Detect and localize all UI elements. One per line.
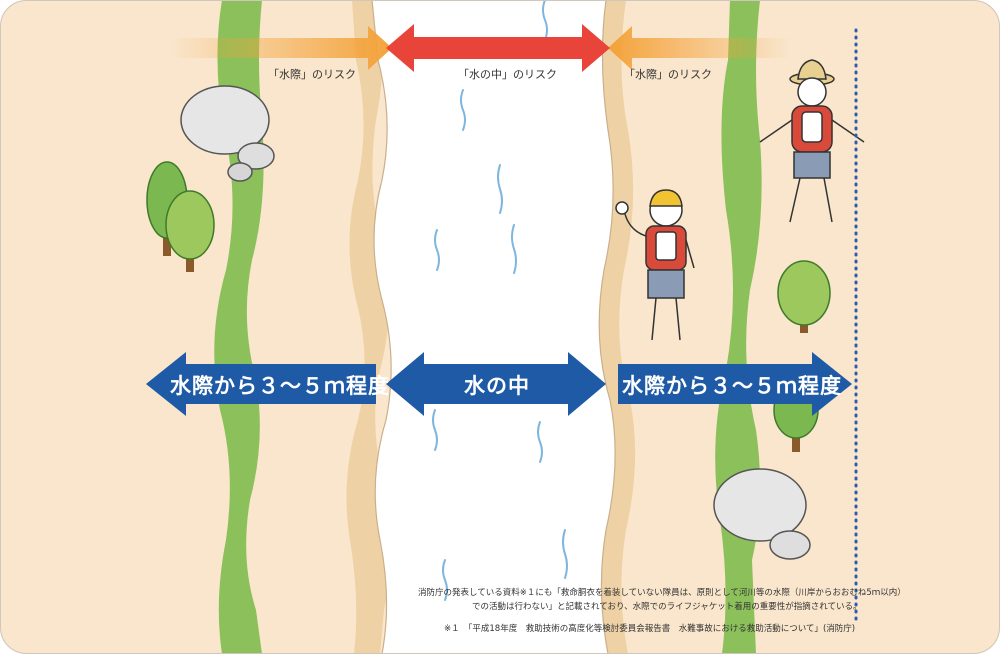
center-risk-label: 「水の中」のリスク xyxy=(458,68,557,81)
right-zone-label: 水際から３～５ｍ程度 xyxy=(622,374,842,398)
right-risk-label: 「水際」のリスク xyxy=(624,68,712,81)
right-orange-arrow xyxy=(608,26,790,70)
person-with-life-vest xyxy=(759,59,865,223)
note-line-2: での活動は行わない」と記載されており、水際でのライフジャケット着用の重要性が指摘… xyxy=(472,602,862,612)
right-blue-arrow xyxy=(618,352,852,416)
person-with-helmet xyxy=(615,189,695,341)
right-sand-strip xyxy=(591,0,636,654)
center-red-arrow xyxy=(386,24,610,72)
left-rocks xyxy=(180,85,275,182)
center-zone-label: 水の中 xyxy=(464,374,530,398)
left-zone-label: 水際から３～５ｍ程度 xyxy=(170,374,390,398)
left-risk-label: 「水際」のリスク xyxy=(268,68,356,81)
left-trees xyxy=(146,161,215,272)
water-ripples xyxy=(432,0,568,601)
note-line-1: 消防庁の発表している資料※１にも「救命胴衣を着装していない隊員は、原則として河川… xyxy=(418,588,906,598)
center-blue-arrow xyxy=(386,352,606,416)
left-blue-arrow xyxy=(146,352,376,416)
river-water xyxy=(371,0,616,654)
left-orange-arrow xyxy=(170,26,392,70)
footnote: ※１ 「平成18年度 救助技術の高度化等検討委員会報告書 水難事故における救助活… xyxy=(444,624,856,634)
